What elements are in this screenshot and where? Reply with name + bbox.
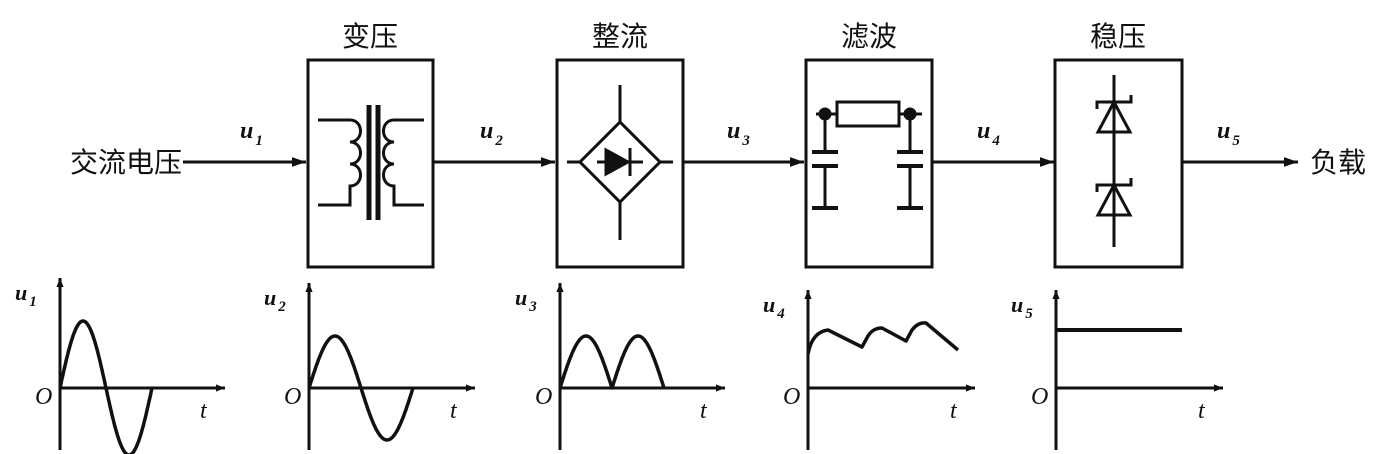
graph-2-waveform: [307, 334, 415, 442]
graph-1-x-label: t: [200, 398, 208, 424]
zener-diode-icon: [1095, 75, 1133, 247]
output-label: 负载: [1310, 146, 1366, 179]
graph-4-x-label: t: [950, 398, 958, 424]
graph-3-x-label: t: [700, 398, 708, 424]
block-title-filter: 滤波: [841, 20, 897, 53]
graph-1-waveform: [58, 319, 154, 454]
bridge-rectifier-icon: [567, 85, 673, 240]
block-title-rectifier: 整流: [592, 20, 648, 53]
rectifier-block: [555, 58, 685, 269]
regulator-block: [1053, 58, 1184, 269]
filter-circuit-icon: [812, 100, 923, 210]
graph-2-x-label: t: [450, 398, 458, 424]
transformer-block: [306, 58, 435, 269]
graph-1-origin-label: O: [35, 384, 52, 410]
graph-2-origin-label: O: [284, 384, 301, 410]
graph-4-origin-label: O: [783, 384, 800, 410]
graph-3-origin-label: O: [535, 384, 552, 410]
graph-5-x-label: t: [1198, 398, 1206, 424]
graph-4-waveform: [806, 321, 960, 355]
input-label: 交流电压: [70, 146, 182, 179]
graph-3-waveform: [558, 334, 666, 390]
transformer-icon: [318, 105, 424, 220]
block-title-regulator: 稳压: [1090, 20, 1146, 53]
graph-5-origin-label: O: [1031, 384, 1048, 410]
block-title-transformer: 变压: [342, 20, 398, 53]
filter-block: [804, 58, 934, 269]
